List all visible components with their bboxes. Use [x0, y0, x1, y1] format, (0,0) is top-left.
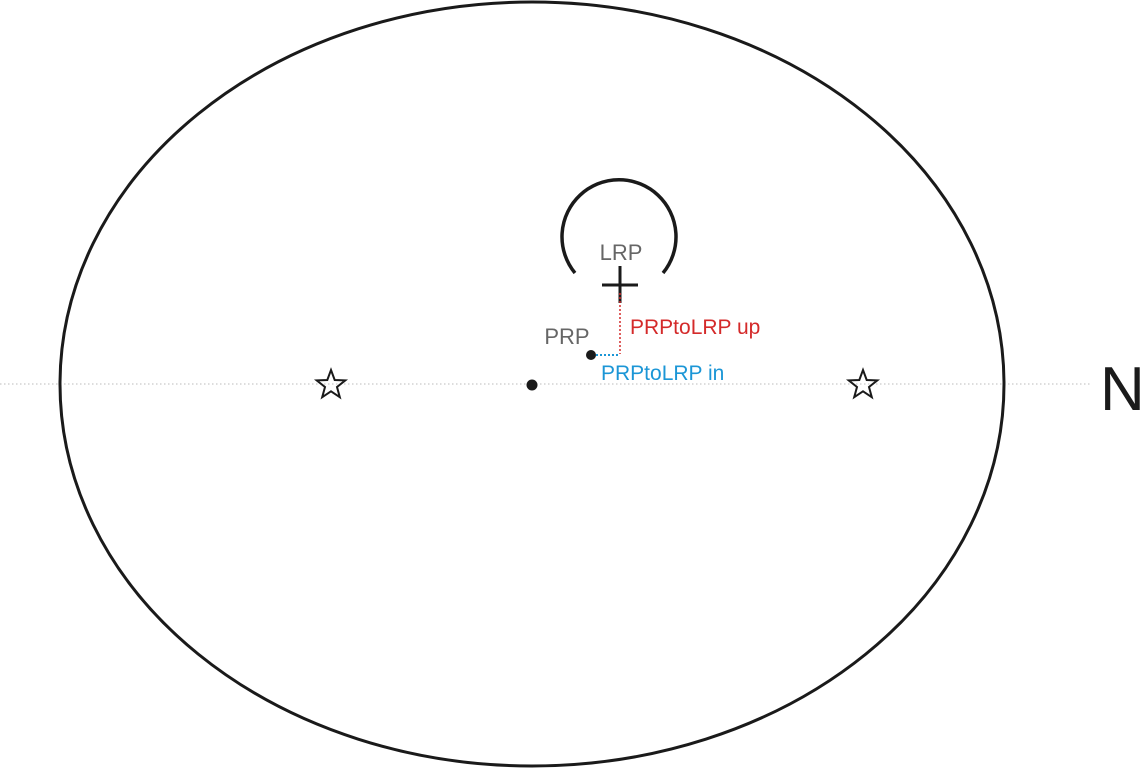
lrp-label: LRP: [600, 240, 643, 265]
lrp-arc: [560, 178, 678, 275]
star-outline-icon: [313, 367, 349, 400]
prp-point: [586, 350, 596, 360]
crosshair-plus-icon: [602, 266, 638, 303]
star-outline-icon: [845, 367, 881, 400]
prp-label: PRP: [544, 324, 589, 349]
outer-ellipse: [58, 0, 1006, 768]
prp-to-lrp-up-label: PRPtoLRP up: [630, 316, 760, 339]
side-label-n: N: [1100, 355, 1143, 424]
prp-to-lrp-in-label: PRPtoLRP in: [601, 362, 724, 385]
center-point: [526, 379, 538, 391]
